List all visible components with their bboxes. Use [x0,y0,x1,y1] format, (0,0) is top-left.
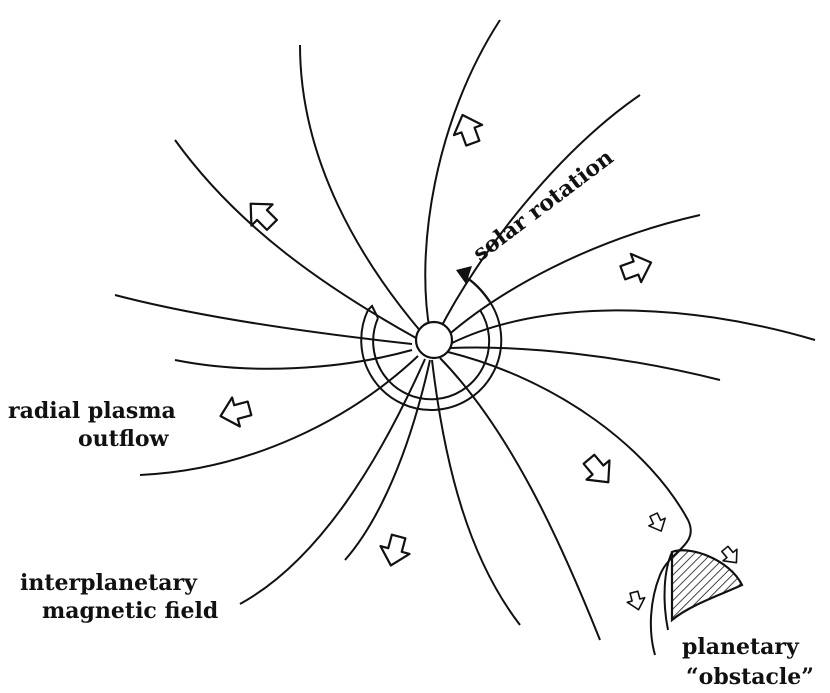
field-line-se [447,351,692,656]
rotation-arc-outer [360,301,503,411]
rotation-arc-inner [372,309,491,401]
outflow-arrow [582,453,611,484]
sun [414,320,454,360]
field-line-sse [439,357,601,641]
outflow-arrow [619,252,653,284]
small-arrow [648,512,666,532]
field-line-e [451,309,816,344]
field-line-nnw [299,44,423,334]
field-line-ese [449,346,721,381]
outflow-arrow [379,533,411,567]
outflow-arrows [219,113,653,567]
field-line-n [424,19,501,333]
outflow-arrow [219,396,253,428]
rotation-arc-end [367,304,379,319]
small-arrow [720,545,738,564]
field-line-wnw [114,294,413,345]
label-planetary-line1: planetary [682,634,800,660]
magnetic-field-lines [114,19,816,656]
field-line-ssw [239,358,426,605]
field-line-w [174,349,413,370]
rotation-arrow-shaft [463,274,491,303]
outflow-arrow [249,202,278,231]
deflection-arrows [626,512,738,611]
outflow-arrow [452,113,484,147]
small-arrow [626,590,646,611]
obstacle-boundary-line [663,551,673,631]
label-radial-plasma-line1: radial plasma [8,398,176,424]
field-line-sw [139,355,419,476]
field-line-ne [445,214,701,338]
field-line-nne [437,94,641,334]
field-line-s2 [344,359,431,561]
field-line-s [431,359,521,626]
label-planetary-line2: “obstacle” [686,664,814,690]
label-imf-line2: magnetic field [42,598,218,624]
rotation-arrow-head [456,266,472,284]
label-imf-line1: interplanetary [20,570,198,596]
rotation-band [360,266,503,411]
planetary-obstacle-shape [670,549,744,623]
label-radial-plasma-line2: outflow [78,426,170,452]
field-line-nw [174,139,417,339]
